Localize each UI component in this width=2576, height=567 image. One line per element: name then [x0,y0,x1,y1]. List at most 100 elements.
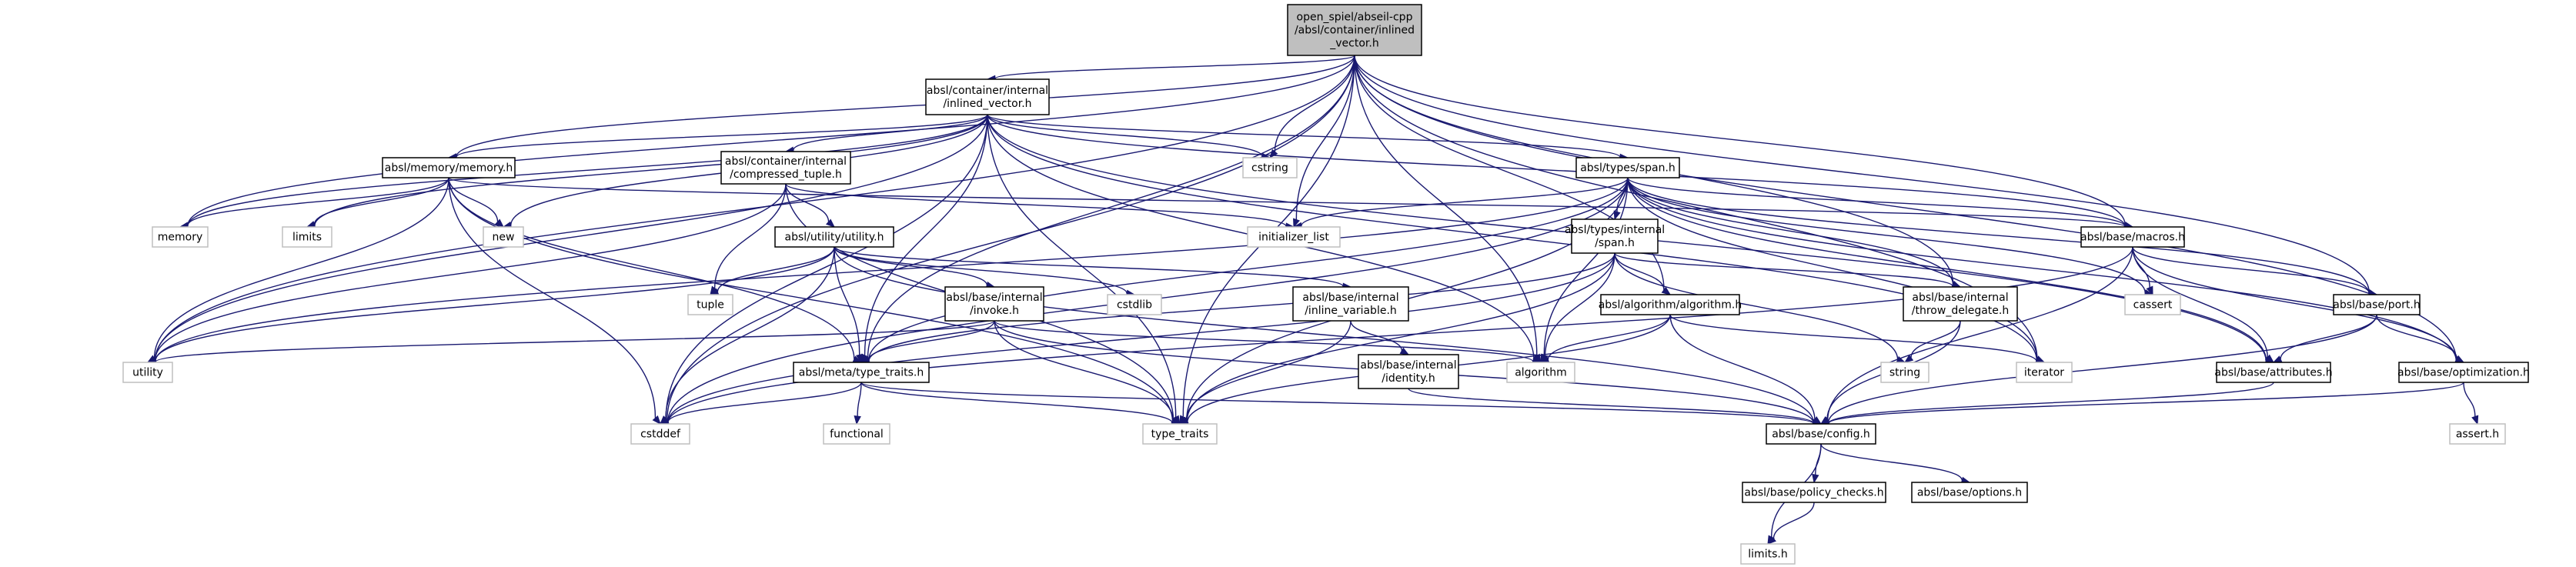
node-label-line: new [493,232,515,244]
edge-civ-to-span [987,114,1629,162]
node-invoke[interactable]: absl/base/internal/invoke.h [944,286,1044,322]
node-s-iterator: iterator [2016,362,2073,383]
node-port[interactable]: absl/base/port.h [2333,294,2421,315]
node-box [1506,362,1575,383]
node-box [122,362,173,383]
node-macros[interactable]: absl/base/macros.h [2080,226,2185,248]
node-label-line: functional [830,429,884,441]
node-s-tuple: tuple [687,294,733,315]
edge-line [667,246,2133,423]
node-inlvar[interactable]: absl/base/internal/inline_variable.h [1292,286,1409,322]
node-ident[interactable]: absl/base/internal/identity.h [1358,354,1459,389]
node-policy[interactable]: absl/base/policy_checks.h [1742,482,1886,503]
node-s-string: string [1880,362,1929,383]
node-options[interactable]: absl/base/options.h [1911,482,2028,503]
node-box [2333,294,2421,315]
node-algo[interactable]: absl/algorithm/algorithm.h [1599,294,1742,315]
node-label-line: /absl/container/inlined [1295,25,1415,37]
edge-arrowhead [1399,347,1410,355]
node-label-line: absl/base/internal [1302,292,1398,304]
node-label-line: /compressed_tuple.h [730,168,842,181]
node-label-line: /inlined_vector.h [943,98,1031,110]
edge-tt-to-s-functional [854,382,862,425]
edge-config-to-policy [1812,443,1822,484]
edge-line [313,177,449,225]
edge-line [1828,382,2274,424]
node-s-memory: memory [152,226,209,248]
edge-opt-to-s-asserth [2463,382,2479,425]
edge-span-to-s-iterator [1627,177,2046,363]
node-label-line: absl/meta/type_traits.h [799,367,924,379]
node-label-line: absl/base/internal [946,292,1042,304]
node-label-line: /throw_delegate.h [1912,305,2009,317]
node-label-line: /identity.h [1382,372,1435,385]
edge-line [868,252,1615,362]
edge-tspan-to-s-typetraits [1178,252,1615,425]
edge-root-to-s-initlist [1293,55,1355,228]
node-label-line: memory [158,232,203,244]
node-label-line: absl/memory/memory.h [385,162,513,175]
node-root[interactable]: open_spiel/abseil-cpp/absl/container/inl… [1287,4,1422,56]
edge-arrowhead [652,415,661,425]
node-ctup[interactable]: absl/container/internal/compressed_tuple… [720,151,851,185]
edge-line [187,177,449,226]
edge-line [994,320,1534,362]
edge-mem-to-s-cstddef [448,177,661,425]
edge-tspan-to-algo [1614,252,1672,295]
node-s-initlist: initializer_list [1247,226,1341,248]
edge-line [1627,177,2146,293]
edge-line [1350,320,1403,352]
node-span[interactable]: absl/types/span.h [1575,157,1680,178]
edge-span-to-throw [1627,177,1962,289]
edge-line [667,55,1355,421]
node-box [944,286,1044,322]
node-s-cstdlib: cstdlib [1107,294,1162,315]
node-label-line: limits [292,232,322,244]
edge-line [987,114,2126,227]
node-tt[interactable]: absl/meta/type_traits.h [793,362,930,383]
node-box [2016,362,2073,383]
edge-line [1543,177,1629,355]
node-opt[interactable]: absl/base/optimization.h [2397,362,2530,383]
edge-arrowhead [1903,354,1914,363]
edge-mem-to-s-utility [146,177,449,363]
edge-line [834,246,1128,294]
edge-line [448,177,1174,422]
node-config[interactable]: absl/base/config.h [1766,423,1876,445]
node-box [1880,362,1929,383]
edge-line [2376,314,2457,359]
node-box [152,226,209,248]
node-s-cstring: cstring [1242,157,1298,178]
node-tspan[interactable]: absl/types/internal/span.h [1565,218,1665,254]
edge-tt-to-config [860,382,1823,428]
node-box [630,423,690,445]
node-s-limitsh: limits.h [1740,543,1796,565]
node-throw[interactable]: absl/base/internal/throw_delegate.h [1903,286,2018,322]
node-label-line: absl/types/internal [1565,224,1665,236]
node-label-line: cstring [1251,162,1288,175]
edge-line [994,320,1174,421]
node-label-line: absl/base/internal [1912,292,2008,304]
node-civ[interactable]: absl/container/internal/inlined_vector.h [925,78,1050,115]
edge-util-to-invoke [834,246,996,289]
edge-line [1354,55,2370,293]
edge-line [1627,177,1954,285]
edge-civ-to-s-memory [179,114,988,230]
edge-tt-to-s-typetraits [860,382,1181,427]
edge-arrowhead [855,353,864,364]
node-box [1742,482,1886,503]
edge-line [1820,443,1963,481]
node-mem[interactable]: absl/memory/memory.h [382,157,516,178]
edge-line [2132,246,2457,360]
node-box [1358,354,1459,389]
edge-line [448,177,855,359]
node-label-line: absl/algorithm/algorithm.h [1599,299,1742,312]
node-attr[interactable]: absl/base/attributes.h [2214,362,2333,383]
edge-line [2132,246,2268,358]
edge-line [1627,177,2038,359]
node-label-line: cstdlib [1117,299,1152,312]
node-label-line: absl/base/macros.h [2080,232,2185,244]
edge-algo-to-config [1669,314,1823,425]
edge-line [793,114,988,151]
node-util[interactable]: absl/utility/utility.h [774,226,894,248]
